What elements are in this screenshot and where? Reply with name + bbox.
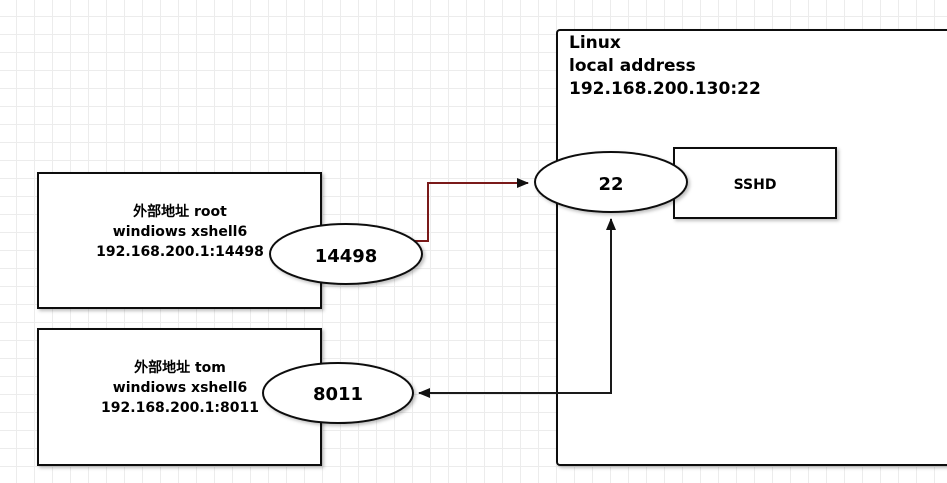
- client-tom-line1: 外部地址 tom: [134, 359, 226, 376]
- client-root-line3: 192.168.200.1:14498: [96, 244, 264, 260]
- client-root-line2: windiows xshell6: [113, 224, 247, 240]
- port-22-ellipse: [534, 151, 688, 213]
- port-8011-ellipse: [262, 362, 414, 424]
- connection-tom-to-sshd: [418, 218, 616, 398]
- sshd-label: SSHD: [734, 177, 777, 193]
- linux-local-address-value: 192.168.200.130:22: [569, 79, 761, 99]
- port-14498-label: 14498: [315, 246, 378, 267]
- client-tom-line3: 192.168.200.1:8011: [101, 400, 259, 416]
- client-root-line1: 外部地址 root: [133, 203, 227, 220]
- sshd-box: [673, 147, 837, 219]
- linux-title: Linux: [569, 33, 621, 53]
- port-22-label: 22: [598, 174, 623, 195]
- port-8011-label: 8011: [313, 384, 363, 405]
- linux-local-address-label: local address: [569, 56, 696, 76]
- client-tom-line2: windiows xshell6: [113, 380, 247, 396]
